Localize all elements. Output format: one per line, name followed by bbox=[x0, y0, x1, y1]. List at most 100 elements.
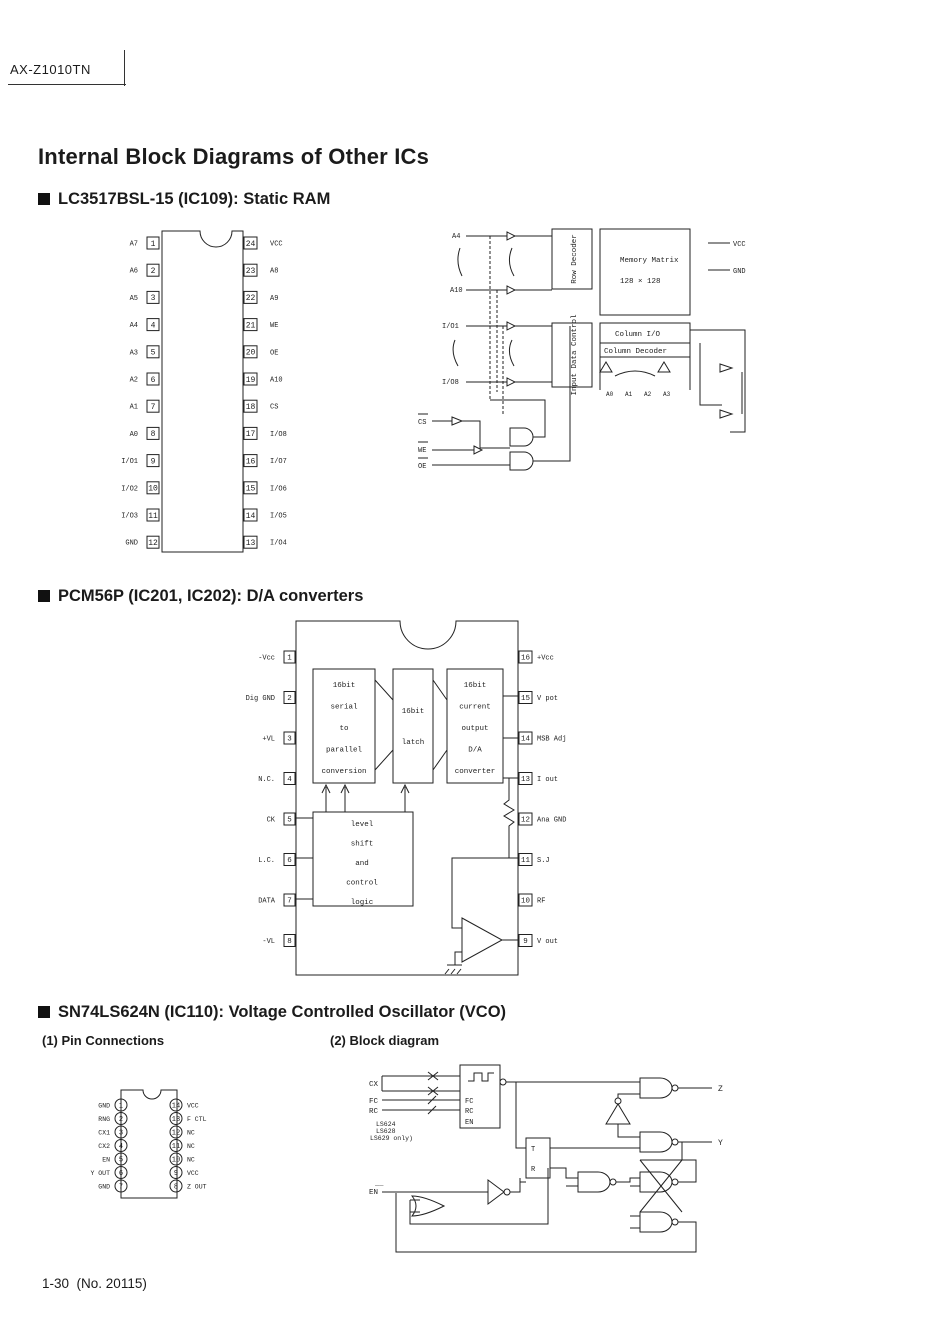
pin-label: F CTL bbox=[187, 1116, 207, 1123]
pin-label: NC bbox=[187, 1157, 195, 1164]
cx-label: CX bbox=[369, 1081, 379, 1089]
pin-number: 7 bbox=[151, 403, 156, 412]
pin-label: VCC bbox=[187, 1170, 199, 1177]
pin-number: 5 bbox=[119, 1157, 123, 1165]
output-opamp bbox=[461, 917, 504, 963]
pin-box bbox=[146, 508, 160, 522]
vco-nand-gates bbox=[577, 1077, 673, 1233]
pin-box bbox=[518, 812, 533, 826]
pin-number: 13 bbox=[521, 776, 531, 784]
latch-text: 16bit bbox=[402, 708, 425, 716]
pin-box bbox=[243, 290, 258, 304]
ff-r-label: R bbox=[531, 1166, 536, 1174]
ff-t-label: T bbox=[531, 1146, 535, 1154]
pin-box bbox=[518, 853, 533, 866]
note-line-3: LS629 only) bbox=[370, 1135, 413, 1142]
note-line-1: LS624 bbox=[376, 1121, 396, 1128]
pin-box bbox=[518, 772, 533, 785]
pin-number: 4 bbox=[287, 776, 292, 784]
pin-number: 4 bbox=[151, 321, 156, 330]
pin-circle bbox=[114, 1125, 128, 1139]
vco-block-subheading: (2) Block diagram bbox=[330, 1033, 440, 1048]
pin-number: 15 bbox=[521, 695, 531, 703]
io-top-label: I/O1 bbox=[442, 323, 459, 331]
ram-block-diagram: Row Decoder Memory Matrix 128 × 128 Inpu… bbox=[418, 228, 746, 471]
pin-label: A3 bbox=[130, 349, 138, 357]
pin-box bbox=[283, 893, 296, 907]
page-footer: 1-30 (No. 20115) bbox=[42, 1276, 147, 1291]
pin-label: A8 bbox=[270, 268, 278, 276]
pin-box bbox=[243, 535, 258, 549]
pin-label: DATA bbox=[258, 897, 276, 905]
column-address-label: A3 bbox=[663, 391, 671, 398]
pin-label: I/O2 bbox=[121, 485, 138, 493]
pin-number: 11 bbox=[172, 1143, 180, 1151]
output-buffers bbox=[690, 329, 746, 433]
pin-box bbox=[283, 691, 296, 704]
svg-text:‾‾: ‾‾ bbox=[374, 1185, 384, 1194]
pin-box bbox=[243, 318, 258, 332]
feedback-resistor bbox=[503, 778, 518, 859]
ram-heading: LC3517BSL-15 (IC109): Static RAM bbox=[38, 190, 330, 209]
pin-number: 24 bbox=[246, 240, 256, 249]
pin-label: -Vcc bbox=[258, 654, 275, 662]
pin-box bbox=[518, 731, 533, 745]
note-line-2: LS628 bbox=[376, 1128, 396, 1135]
address-buffers bbox=[466, 231, 552, 295]
pin-label: V out bbox=[537, 938, 558, 946]
pin-number: 1 bbox=[287, 655, 292, 663]
memory-matrix-block bbox=[599, 228, 691, 316]
pin-number: 7 bbox=[287, 898, 292, 906]
column-address-label: A1 bbox=[625, 391, 633, 398]
dac-heading: PCM56P (IC201, IC202): D/A converters bbox=[38, 587, 363, 606]
pin-number: 17 bbox=[246, 430, 256, 439]
z-output-label: Z bbox=[718, 1085, 723, 1094]
pin-number: 12 bbox=[148, 539, 158, 548]
pin-number: 9 bbox=[151, 457, 156, 466]
pin-box bbox=[283, 650, 296, 664]
pin-label: Z OUT bbox=[187, 1184, 207, 1191]
pin-label: I/O7 bbox=[270, 458, 287, 466]
pin-box bbox=[283, 812, 296, 826]
pin-number: 1 bbox=[119, 1103, 123, 1111]
row-decoder-label: Row Decoder bbox=[571, 234, 579, 284]
pin-number: 11 bbox=[521, 857, 531, 865]
pin-label: I out bbox=[537, 776, 558, 784]
row-decoder-block bbox=[551, 228, 593, 290]
square-wave-icon bbox=[468, 1072, 494, 1082]
pin-label: I/O3 bbox=[121, 512, 138, 520]
addr-bottom-label: A10 bbox=[450, 287, 463, 295]
pin-label: I/O6 bbox=[270, 485, 287, 493]
bullet-square-icon bbox=[38, 590, 50, 602]
bullet-square-icon bbox=[38, 1006, 50, 1018]
pin-label: A10 bbox=[270, 376, 283, 384]
pin-number: 12 bbox=[172, 1130, 180, 1138]
serial-to-parallel-text: conversion bbox=[321, 768, 366, 776]
pin-box bbox=[243, 426, 258, 440]
pin-label: CX1 bbox=[98, 1130, 110, 1137]
serial-to-parallel-block bbox=[312, 668, 376, 784]
pin-number: 10 bbox=[521, 898, 531, 906]
we-label: WE bbox=[418, 447, 426, 455]
pin-number: 2 bbox=[151, 267, 156, 276]
pin-label: GND bbox=[98, 1184, 110, 1191]
buffer-triangle bbox=[605, 1103, 631, 1125]
vco-block-diagram: CX FC RC LS624 LS628 LS629 only) FC RC E… bbox=[369, 1064, 723, 1253]
pin-number: 14 bbox=[246, 512, 256, 521]
level-shift-block bbox=[312, 811, 414, 907]
pin-number: 3 bbox=[287, 736, 292, 744]
pin-number: 21 bbox=[246, 321, 256, 330]
level-shift-text: shift bbox=[351, 841, 374, 849]
pin-box bbox=[518, 893, 533, 907]
pin-number: 14 bbox=[172, 1103, 180, 1111]
level-shift-text: and bbox=[355, 860, 369, 868]
pin-label: A6 bbox=[130, 268, 138, 276]
pin-label: A2 bbox=[130, 376, 138, 384]
osc-fc-label: FC bbox=[465, 1098, 473, 1106]
pin-box bbox=[146, 535, 160, 549]
pin-label: Dig GND bbox=[246, 695, 275, 703]
pin-number: 16 bbox=[246, 457, 256, 466]
